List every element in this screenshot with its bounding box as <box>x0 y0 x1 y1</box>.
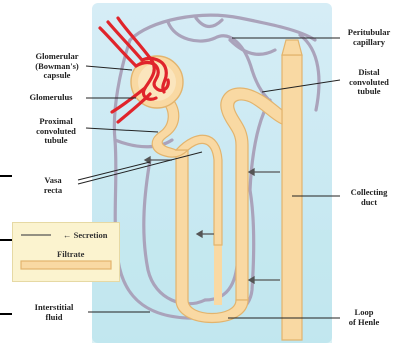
label-glomerular-capsule: Glomerular (Bowman's) capsule <box>26 52 88 81</box>
label-loop-of-henle: Loop of Henle <box>338 308 390 327</box>
collecting-duct <box>282 55 302 340</box>
edge-ticks <box>0 176 12 314</box>
legend-secretion-label: ← Secretion <box>63 230 107 240</box>
label-peritubular-capillary: Peritubular capillary <box>338 28 400 47</box>
label-glomerulus: Glomerulus <box>18 93 84 103</box>
label-distal-tubule: Distal convoluted tubule <box>338 68 400 97</box>
legend-filtrate-label: Filtrate <box>57 249 84 259</box>
label-interstitial-fluid: Interstitial fluid <box>22 303 86 322</box>
label-collecting-duct: Collecting duct <box>338 188 400 207</box>
label-vasa-recta: Vasa recta <box>30 176 76 195</box>
label-proximal-tubule: Proximal convoluted tubule <box>26 117 86 146</box>
legend: ← Secretion Filtrate <box>12 222 120 282</box>
